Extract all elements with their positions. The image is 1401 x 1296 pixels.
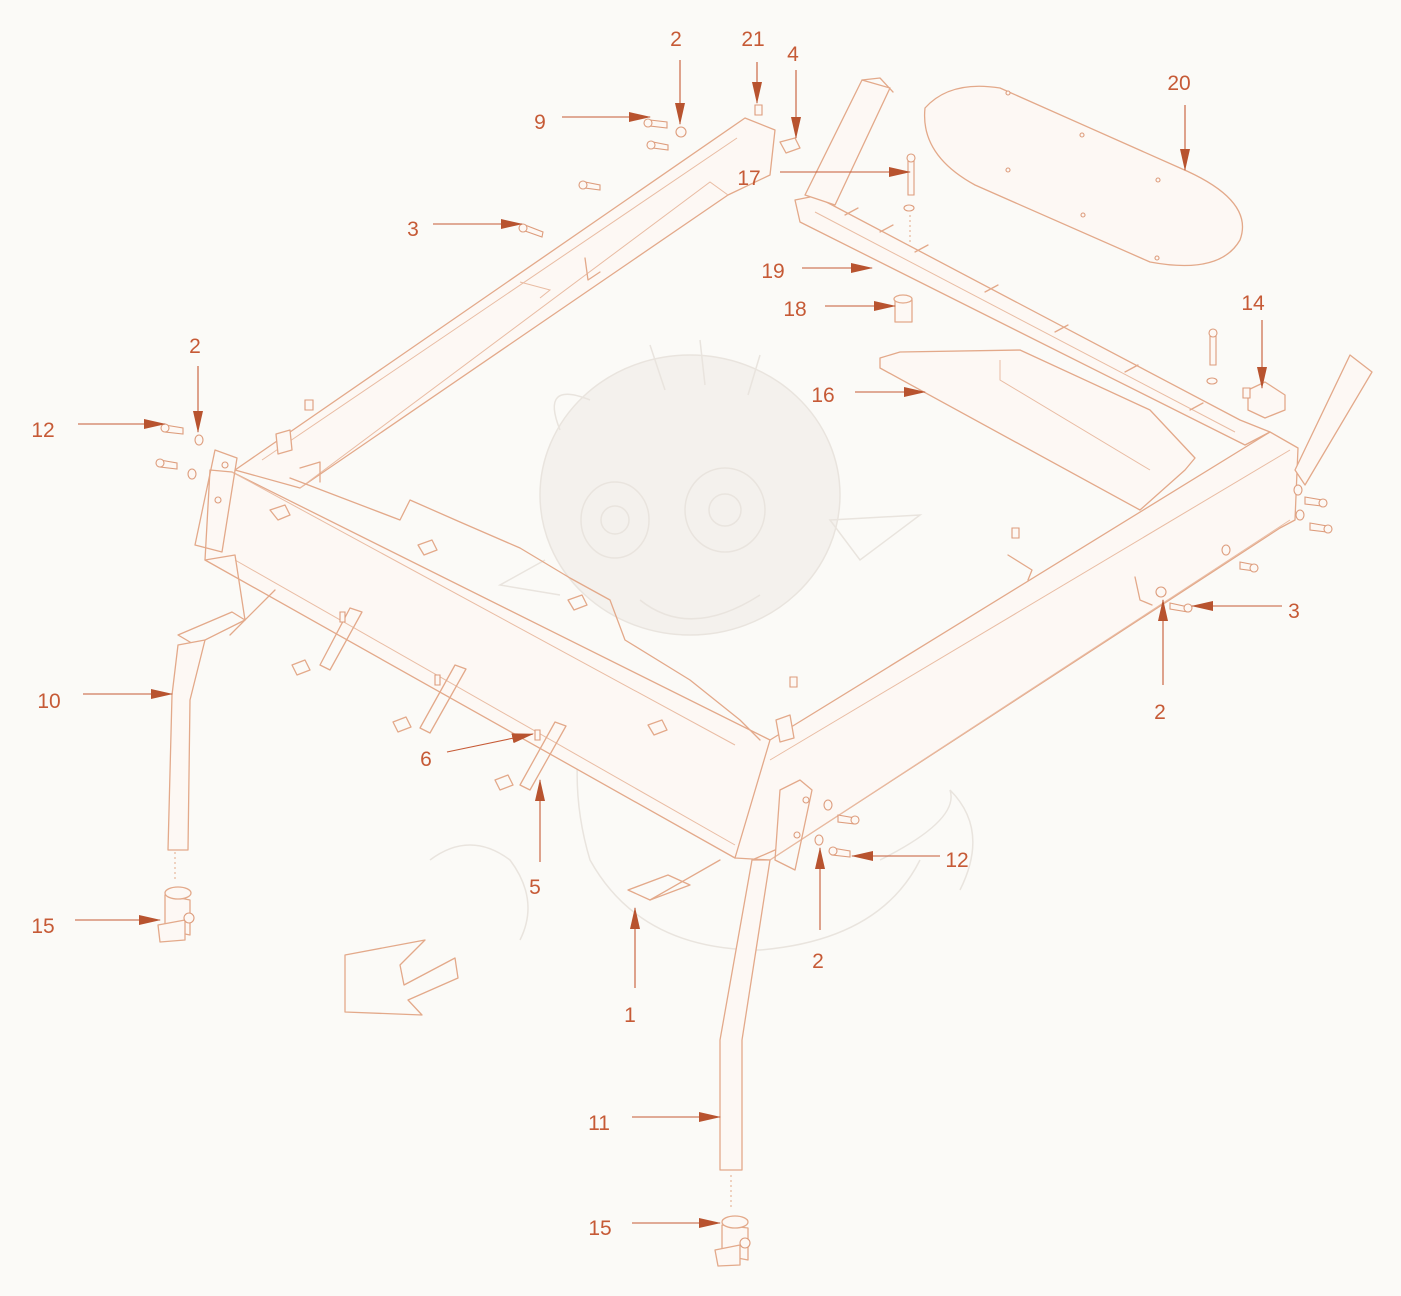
callout-2-left: 2 (189, 335, 201, 358)
callout-14: 14 (1241, 292, 1265, 315)
callout-17: 17 (737, 167, 760, 190)
leader-6 (446, 733, 534, 753)
callout-5: 5 (529, 876, 541, 899)
callout-12-right: 12 (945, 849, 968, 872)
callout-2-right: 2 (1154, 701, 1166, 724)
callout-9: 9 (534, 111, 546, 134)
callout-11: 11 (588, 1112, 610, 1135)
callout-2-bottom: 2 (812, 950, 824, 973)
callout-2-top: 2 (670, 28, 682, 51)
watermark-mascot (429, 339, 974, 951)
callout-21: 21 (741, 28, 764, 51)
callout-leaders (75, 60, 1282, 1228)
callout-20: 20 (1167, 72, 1190, 95)
callout-3-top: 3 (407, 218, 419, 241)
frame-assembly (157, 77, 1373, 1267)
callout-12-left: 12 (31, 419, 54, 442)
front-direction-arrow (344, 939, 459, 1016)
callout-18: 18 (783, 298, 806, 321)
callout-19: 19 (761, 260, 784, 283)
callout-15-bottom: 15 (588, 1217, 611, 1240)
callout-3-right: 3 (1288, 600, 1300, 623)
callout-1: 1 (624, 1004, 636, 1027)
callout-4: 4 (787, 43, 799, 66)
hardware (155, 104, 1333, 1210)
callout-labels: 2 21 4 9 20 17 3 19 18 14 2 16 12 3 10 2… (31, 28, 1300, 1240)
callout-16: 16 (811, 384, 834, 407)
callout-10: 10 (37, 690, 60, 713)
callout-15-left: 15 (31, 915, 54, 938)
callout-6: 6 (420, 748, 432, 771)
